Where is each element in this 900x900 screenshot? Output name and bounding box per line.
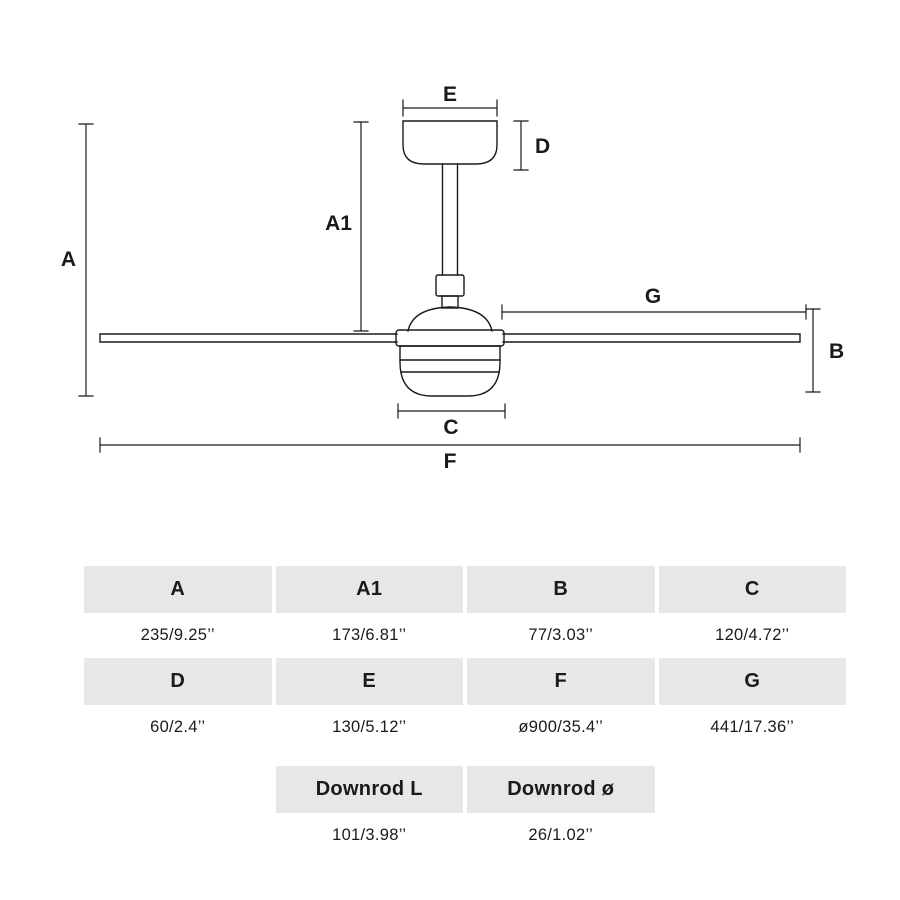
fan-motor-housing: [395, 329, 505, 397]
fan-canopy: [402, 120, 498, 165]
dim-label-e: E: [443, 83, 457, 106]
col-header-a1: A1: [275, 566, 463, 613]
spec-header-row-2: D E F G: [84, 658, 846, 705]
spec-header-row-1: A A1 B C: [84, 566, 846, 613]
dim-line-f: [99, 437, 801, 453]
dimension-lines: [78, 99, 821, 453]
dim-label-c: C: [443, 416, 458, 439]
value-downrod-l: 101/3.98’’: [332, 826, 407, 844]
value-a1: 173/6.81’’: [332, 626, 407, 644]
dim-line-b: [805, 308, 821, 393]
fan-downrod: [435, 163, 465, 309]
value-e: 130/5.12’’: [332, 718, 407, 736]
dim-label-a1: A1: [325, 212, 352, 235]
spec-value-row-2: 60/2.4’’ 130/5.12’’ ø900/35.4’’ 441/17.3…: [84, 705, 846, 750]
dim-line-g: [501, 304, 807, 320]
table-spacer: [84, 750, 846, 766]
fan-dimension-svg: E D A1 A G B C F: [61, 83, 844, 473]
spec-table: A A1 B C 235/9.25’’ 173/6.81’’ 77/3.03’’…: [84, 566, 846, 858]
col-header-downrod-dia: Downrod ø: [467, 766, 655, 813]
value-a: 235/9.25’’: [140, 626, 215, 644]
col-header-f: F: [467, 658, 655, 705]
dim-line-a: [78, 123, 94, 397]
value-f: ø900/35.4’’: [518, 718, 604, 736]
col-header-a: A: [84, 566, 272, 613]
value-g: 441/17.36’’: [710, 718, 795, 736]
fan-blades: [99, 333, 801, 343]
dim-line-a1: [353, 121, 369, 332]
value-b: 77/3.03’’: [528, 626, 594, 644]
value-c: 120/4.72’’: [715, 626, 790, 644]
col-header-b: B: [467, 566, 655, 613]
spec-value-row-1: 235/9.25’’ 173/6.81’’ 77/3.03’’ 120/4.72…: [84, 613, 846, 658]
col-header-downrod-l: Downrod L: [275, 766, 463, 813]
fan-dimension-diagram: E D A1 A G B C F: [61, 83, 844, 473]
dim-label-g: G: [645, 285, 661, 308]
spec-value-row-3: 101/3.98’’ 26/1.02’’: [84, 813, 846, 858]
dim-label-f: F: [444, 450, 457, 473]
dim-label-a: A: [61, 248, 76, 271]
spec-header-row-3: Downrod L Downrod ø: [84, 766, 846, 813]
col-header-c: C: [658, 566, 846, 613]
fan-motor-mount: [407, 306, 493, 332]
dim-line-c: [397, 403, 506, 419]
col-header-d: D: [84, 658, 272, 705]
col-header-g: G: [658, 658, 846, 705]
dim-label-b: B: [829, 340, 844, 363]
dim-line-d: [513, 120, 529, 171]
dim-label-d: D: [535, 135, 550, 158]
value-d: 60/2.4’’: [150, 718, 206, 736]
dim-line-e: [402, 99, 498, 117]
col-header-e: E: [275, 658, 463, 705]
value-downrod-dia: 26/1.02’’: [528, 826, 594, 844]
